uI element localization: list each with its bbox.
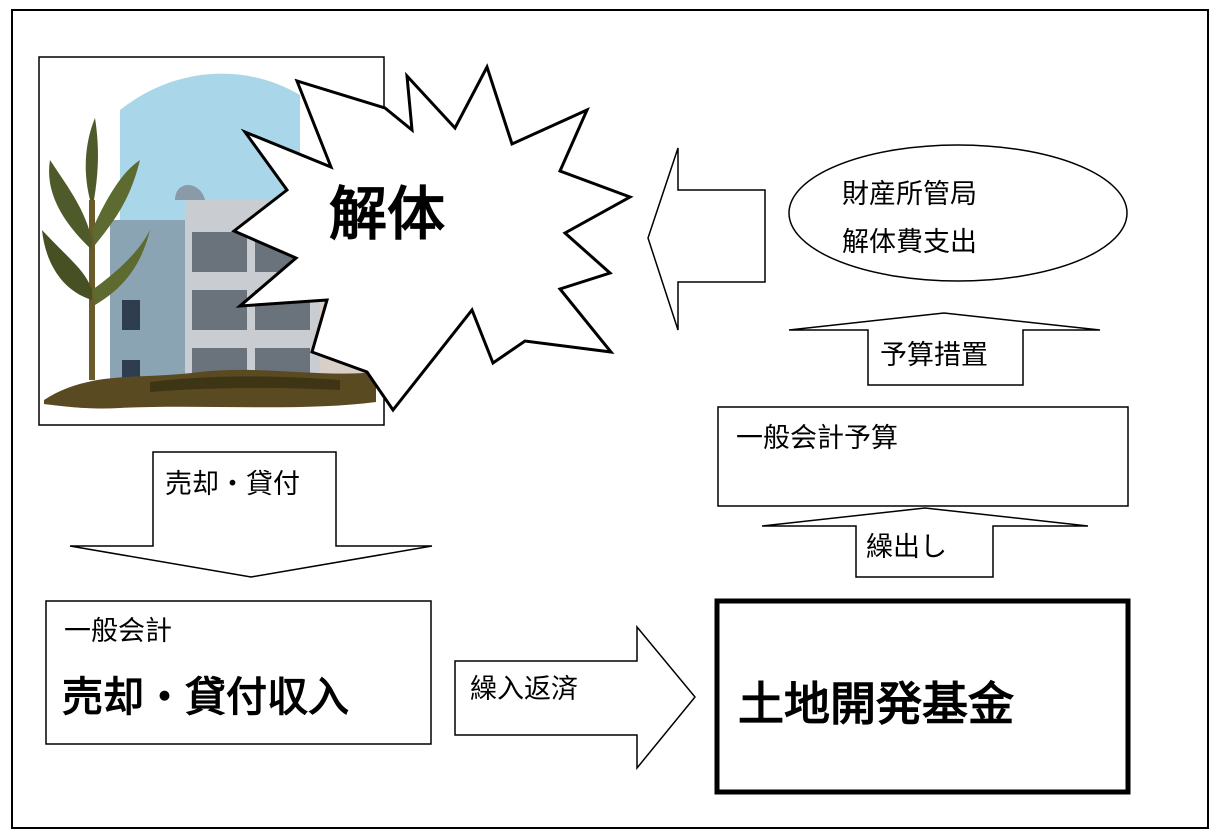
repayment-label: 繰入返済 [470,674,578,705]
transfer-out-arrow: 繰出し [761,507,1089,578]
revenue-label: 売却・貸付収入 [62,673,349,721]
ellipse-line-2: 解体費支出 [842,227,977,258]
sale-loan-label: 売却・貸付 [165,469,300,500]
general-budget-box: 一般会計予算 [717,406,1129,507]
burst-label: 解体 [329,180,445,248]
demolition-burst: 解体 [231,63,634,413]
general-budget-label: 一般会計予算 [736,423,898,454]
land-development-fund-box: 土地開発基金 [714,598,1131,795]
general-account-label: 一般会計 [64,616,172,647]
ellipse-line-1: 財産所管局 [842,179,977,210]
repayment-arrow: 繰入返済 [454,624,696,771]
sale-loan-arrow: 売却・貸付 [69,451,433,578]
budget-measure-arrow: 予算措置 [788,312,1101,386]
transfer-out-label: 繰出し [866,532,947,563]
left-arrow [647,147,766,331]
general-account-box: 一般会計 売却・貸付収入 [45,600,432,745]
fund-label: 土地開発基金 [738,677,1015,731]
budget-measure-label: 予算措置 [880,340,988,371]
property-bureau-ellipse: 財産所管局 解体費支出 [788,144,1128,282]
